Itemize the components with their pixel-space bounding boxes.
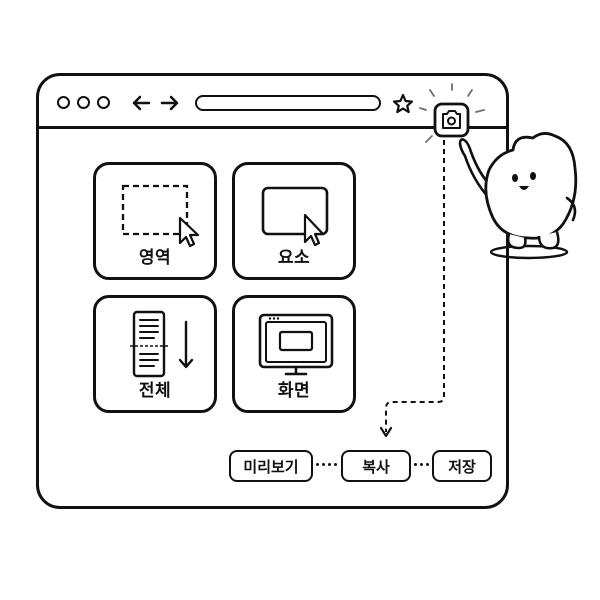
copy-button[interactable]: 복사: [341, 450, 411, 482]
mode-label: 화면: [277, 381, 311, 401]
flow-connector: [379, 140, 445, 438]
element-cursor-icon: [261, 186, 329, 247]
toolbar-divider: [36, 126, 509, 129]
mode-label: 요소: [277, 248, 311, 268]
camera-button[interactable]: [419, 83, 490, 154]
browser-window: [36, 73, 509, 509]
mode-card-element[interactable]: 요소: [232, 162, 356, 280]
arrow-right-icon[interactable]: [160, 95, 180, 111]
mode-card-full[interactable]: 전체: [93, 295, 217, 413]
screen-monitor-icon: [258, 313, 334, 376]
address-bar[interactable]: [195, 95, 381, 111]
full-page-scroll-icon: [130, 310, 194, 378]
mode-card-area[interactable]: 영역: [93, 162, 217, 280]
save-button[interactable]: 저장: [432, 450, 492, 482]
window-control-dot[interactable]: [77, 96, 90, 109]
star-icon[interactable]: [392, 93, 414, 115]
connector-dots: [316, 463, 337, 469]
mode-label: 전체: [138, 381, 172, 401]
mode-label: 영역: [138, 248, 172, 268]
mascot-character: [458, 132, 578, 260]
window-control-dot[interactable]: [97, 96, 110, 109]
preview-button[interactable]: 미리보기: [229, 450, 313, 482]
arrow-left-icon[interactable]: [131, 95, 151, 111]
window-control-dot[interactable]: [57, 96, 70, 109]
dashed-selection-icon: [121, 184, 200, 248]
camera-icon: [442, 110, 461, 129]
mode-card-screen[interactable]: 화면: [232, 295, 356, 413]
